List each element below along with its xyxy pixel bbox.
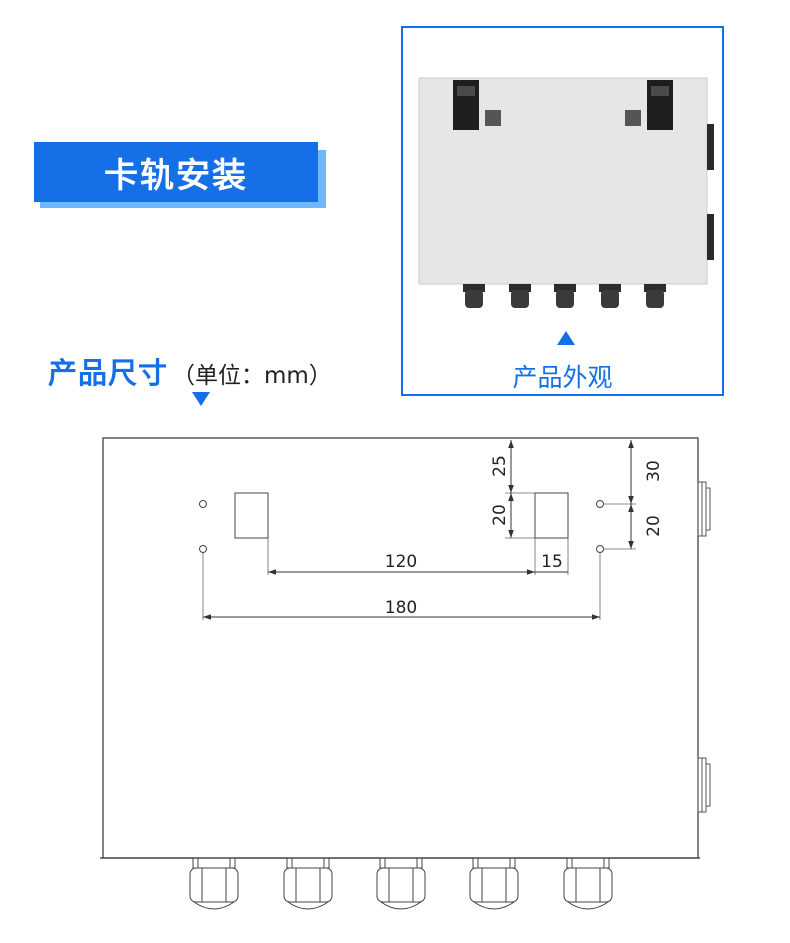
dim-label-180: 180: [385, 598, 417, 618]
product-photo-frame: 产品外观: [401, 26, 724, 396]
din-clip-right: [625, 80, 673, 130]
hole-bottom-right: [596, 545, 604, 553]
dim-label-20-left: 20: [490, 504, 510, 526]
up-arrow-icon: [557, 331, 575, 345]
product-photo: [418, 77, 714, 308]
dim-label-30: 30: [644, 460, 664, 482]
dimensions-unit: （单位：mm）: [172, 363, 332, 389]
side-latch-top: [707, 124, 714, 170]
enclosure-outline: [102, 437, 699, 859]
din-clip-left: [453, 80, 501, 130]
clip-outline-right: [534, 492, 569, 539]
gland-5: [563, 857, 613, 910]
hole-top-left: [199, 500, 207, 508]
side-latch-top-drawing: [697, 481, 711, 537]
title-badge: 卡轨安装: [34, 142, 318, 202]
gland-3: [376, 857, 426, 910]
gland-1: [189, 857, 239, 910]
photo-cable-glands: [463, 284, 666, 308]
side-latch-bottom: [707, 214, 714, 260]
gland-4: [469, 857, 519, 910]
gland-2: [283, 857, 333, 910]
dim-label-15: 15: [541, 552, 563, 572]
clip-outline-left: [234, 492, 269, 539]
hole-top-right: [596, 500, 604, 508]
dimensions-caption: 产品尺寸 （单位：mm）: [48, 350, 332, 392]
dim-label-25: 25: [490, 455, 510, 477]
dimensions-title: 产品尺寸: [48, 356, 169, 390]
hole-bottom-left: [199, 545, 207, 553]
side-latch-bottom-drawing: [697, 757, 711, 813]
dim-label-120: 120: [385, 552, 417, 572]
drawing-cable-glands: [189, 857, 613, 910]
photo-label: 产品外观: [512, 363, 613, 392]
down-arrow-icon: [192, 392, 210, 406]
dim-label-20-right: 20: [644, 515, 664, 537]
